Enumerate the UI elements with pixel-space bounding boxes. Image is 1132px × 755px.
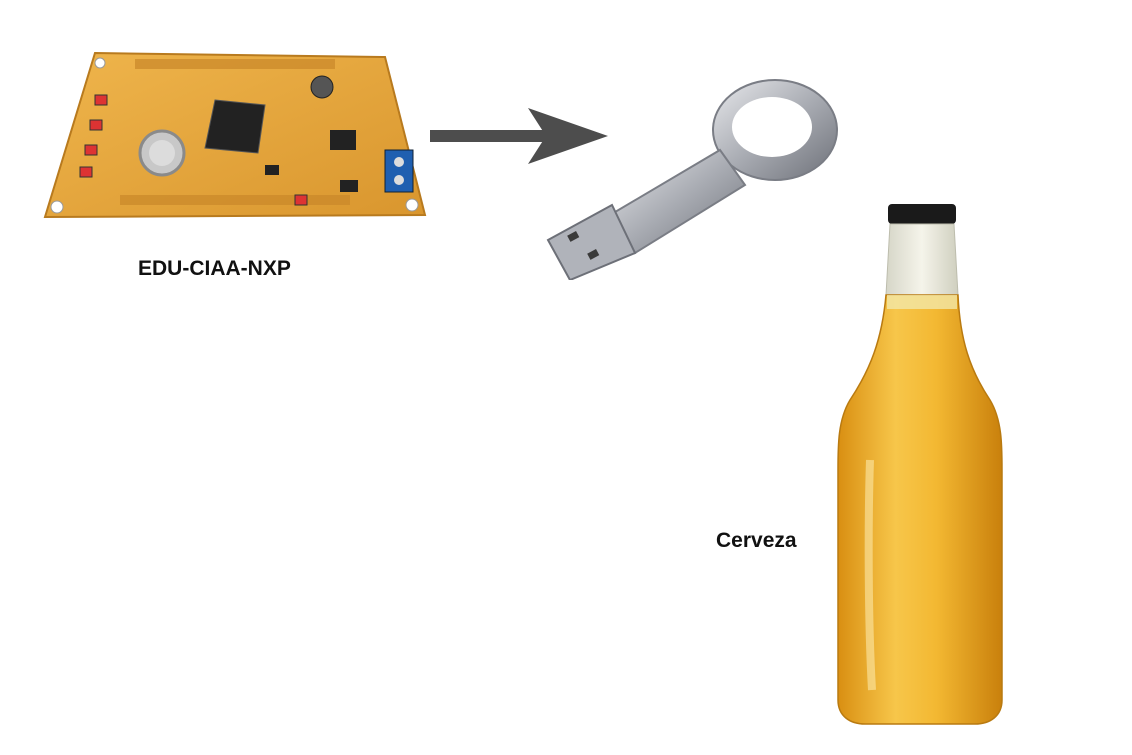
pcb-board-image — [40, 45, 430, 225]
board-label: EDU-CIAA-NXP — [138, 257, 291, 280]
right-arrow — [428, 106, 610, 166]
beer-bottle-image — [830, 200, 1010, 730]
beer-label: Cerveza — [716, 529, 797, 552]
usb-bottle-opener-image — [540, 75, 845, 280]
